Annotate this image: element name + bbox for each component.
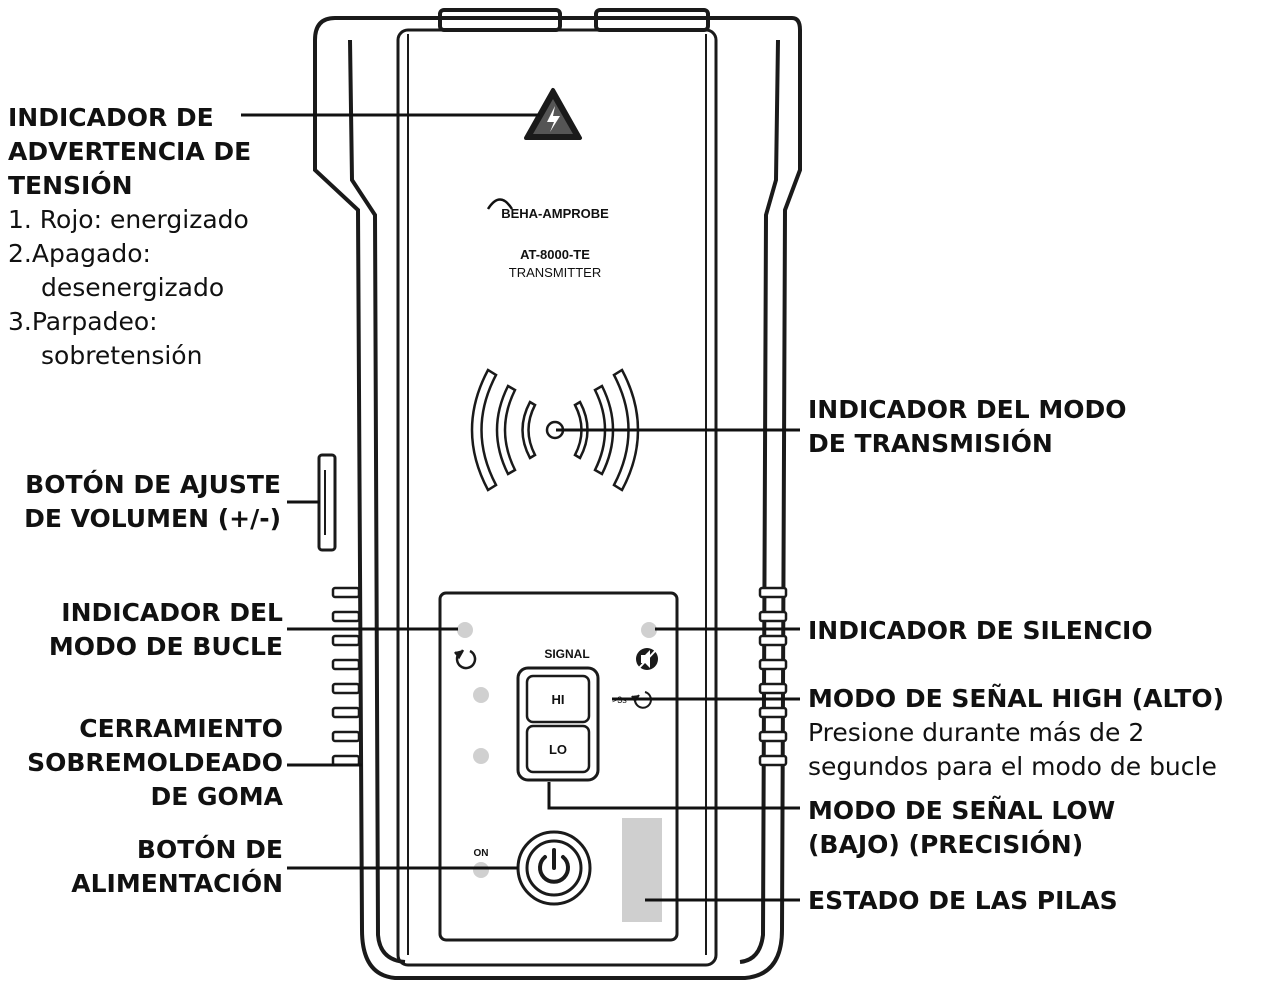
loop-mode-label-2: MODO DE BUCLE (48, 632, 283, 661)
low-mode-label-2: (BAJO) (PRECISIÓN) (808, 830, 1084, 859)
loop-mode-callout: INDICADOR DEL MODO DE BUCLE (49, 596, 283, 664)
mute-label: INDICADOR DE SILENCIO (808, 616, 1153, 645)
loop-icon (454, 649, 477, 670)
battery-status-window (622, 818, 662, 922)
high-mode-title: MODO DE SEÑAL HIGH (ALTO) (808, 684, 1225, 713)
voltage-warning-item-3: 3.Parpadeo: (8, 307, 158, 336)
mute-icon (636, 648, 658, 670)
hi-button-label: HI (552, 692, 565, 707)
power-button-label-2: ALIMENTACIÓN (71, 869, 283, 898)
voltage-warning-item-3-cont: sobretensión (41, 341, 203, 370)
volume-button-callout: BOTÓN DE AJUSTE DE VOLUMEN (+/-) (24, 468, 281, 536)
low-mode-label-1: MODO DE SEÑAL LOW (808, 796, 1116, 825)
enclosure-label-1: CERRAMIENTO (79, 714, 283, 743)
voltage-warning-callout: INDICADOR DE ADVERTENCIA DE TENSIÓN 1. R… (8, 101, 251, 373)
power-button[interactable] (516, 830, 592, 906)
hi-led (473, 687, 489, 703)
voltage-warning-title-2: ADVERTENCIA DE (8, 137, 252, 166)
on-label: ON (474, 848, 489, 859)
brand-logo-arc (486, 198, 514, 210)
battery-label: ESTADO DE LAS PILAS (808, 886, 1118, 915)
lo-button[interactable]: LO (525, 724, 591, 774)
power-button-callout: BOTÓN DE ALIMENTACIÓN (71, 833, 283, 901)
device-type: TRANSMITTER (509, 265, 601, 280)
hi-button[interactable]: HI (525, 674, 591, 724)
mute-callout: INDICADOR DE SILENCIO (808, 614, 1153, 648)
transmit-mode-icon (470, 368, 640, 492)
mute-led (641, 622, 657, 638)
right-rubber-grips (758, 586, 788, 767)
brand-logo: BEHA-AMPROBE (501, 206, 609, 221)
voltage-warning-title-3: TENSIÓN (8, 171, 133, 200)
loop-mode-label-1: INDICADOR DEL (61, 598, 283, 627)
transmit-mode-label-1: INDICADOR DEL MODO (808, 395, 1127, 424)
transmit-mode-label-2: DE TRANSMISIÓN (808, 429, 1053, 458)
volume-button[interactable] (317, 453, 337, 552)
low-mode-callout: MODO DE SEÑAL LOW (BAJO) (PRECISIÓN) (808, 794, 1115, 862)
voltage-warning-title-1: INDICADOR DE (8, 103, 214, 132)
signal-label: SIGNAL (544, 647, 589, 661)
volume-button-label-2: DE VOLUMEN (+/-) (24, 504, 281, 533)
voltage-warning-item-1: 1. Rojo: energizado (8, 205, 249, 234)
leader-lines (241, 113, 800, 902)
lo-button-label: LO (549, 742, 567, 757)
voltage-warning-item-2-cont: desenergizado (41, 273, 225, 302)
power-icon (538, 848, 570, 884)
power-button-label-1: BOTÓN DE (136, 835, 283, 864)
enclosure-label-2: SOBREMOLDEADO (27, 748, 283, 777)
enclosure-label-3: DE GOMA (150, 782, 283, 811)
high-mode-callout: MODO DE SEÑAL HIGH (ALTO) Presione duran… (808, 682, 1224, 784)
high-mode-desc-2: segundos para el modo de bucle (808, 752, 1217, 781)
transmit-mode-callout: INDICADOR DEL MODO DE TRANSMISIÓN (808, 393, 1127, 461)
device-housing (313, 8, 802, 980)
model-name: AT-8000-TE (520, 247, 590, 262)
on-led (473, 862, 489, 878)
loop-mode-led (457, 622, 473, 638)
lo-led (473, 748, 489, 764)
voltage-warning-item-2: 2.Apagado: (8, 239, 151, 268)
left-rubber-grips (331, 586, 361, 767)
high-mode-desc-1: Presione durante más de 2 (808, 718, 1145, 747)
battery-callout: ESTADO DE LAS PILAS (808, 884, 1118, 918)
enclosure-callout: CERRAMIENTO SOBREMOLDEADO DE GOMA (27, 712, 283, 814)
volume-button-label-1: BOTÓN DE AJUSTE (25, 470, 281, 499)
